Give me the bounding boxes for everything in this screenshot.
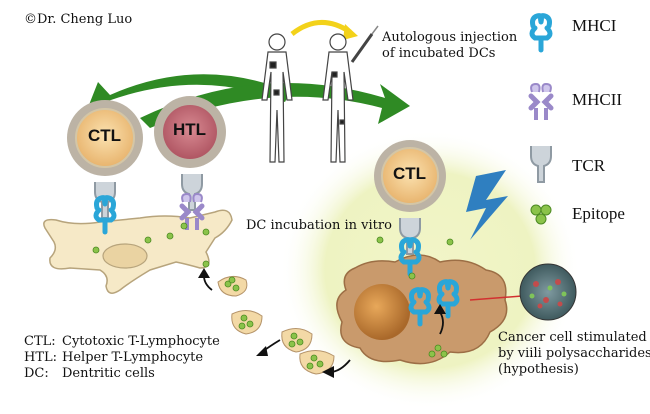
- abbr-htl-text: Helper T-Lymphocyte: [62, 350, 204, 365]
- abbr-ctl: CTL: Cytotoxic T-Lymphocyte: [24, 334, 220, 349]
- injection-line2: of incubated DCs: [382, 46, 496, 61]
- dc-nucleus: [102, 243, 148, 269]
- yellow-arrow: [290, 20, 352, 37]
- legend-tcr-label: TCR: [572, 156, 606, 175]
- legend-mhc1-icon: [532, 16, 550, 50]
- cancer-nucleus: [354, 284, 410, 340]
- abbr-dc-key: DC:: [24, 366, 49, 381]
- cancer-line1: Cancer cell stimulated: [498, 330, 647, 345]
- abbr-dc-text: Dentritic cells: [62, 366, 155, 381]
- human-figure-right: [322, 33, 354, 163]
- cancer-line2: by viili polysaccharides: [498, 346, 650, 361]
- legend-mhc2-label: MHCII: [572, 90, 623, 109]
- credit-label: ©Dr. Cheng Luo: [24, 12, 133, 27]
- abbr-ctl-key: CTL:: [24, 334, 56, 349]
- ctl-cell-left: [67, 100, 143, 176]
- human-figure-left: [261, 33, 293, 163]
- abbr-htl: HTL: Helper T-Lymphocyte: [24, 350, 203, 365]
- legend-mhc1-label: MHCI: [572, 16, 617, 35]
- ctl-left-label: CTL: [88, 126, 122, 145]
- green-arrow-left: [85, 74, 290, 115]
- cancer-line3: (hypothesis): [498, 362, 579, 377]
- legend-mhc2-icon: [531, 84, 551, 120]
- ctl-right-label: CTL: [393, 164, 427, 183]
- injection-line1: Autologous injection: [382, 30, 518, 45]
- htl-cell: [154, 96, 226, 168]
- epitope-dots: [92, 222, 454, 370]
- tcr-htl: [181, 173, 203, 211]
- ctl-cell-right: [374, 140, 446, 212]
- htl-label: HTL: [173, 120, 207, 139]
- abbr-htl-key: HTL:: [24, 350, 58, 365]
- dc-incubation-label: DC incubation in vitro: [246, 218, 392, 233]
- abbr-dc: DC: Dentritic cells: [24, 366, 155, 381]
- abbr-ctl-text: Cytotoxic T-Lymphocyte: [62, 334, 220, 349]
- legend-epitope-label: Epitope: [572, 204, 625, 223]
- lightning-bolt: [466, 170, 508, 240]
- legend-epitope-icon: [530, 204, 552, 225]
- syringe-icon: [350, 25, 379, 63]
- zoom-connector: [469, 295, 523, 301]
- zoom-inset: [519, 263, 577, 321]
